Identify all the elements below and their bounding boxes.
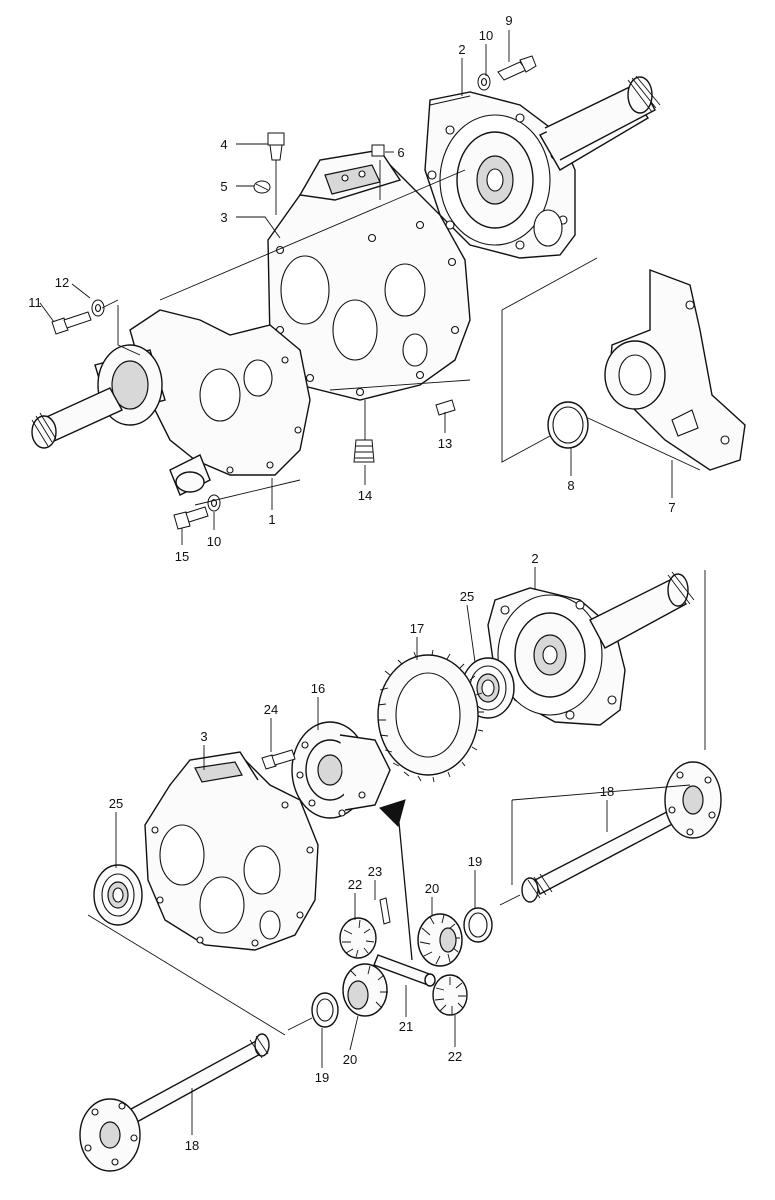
callout-21: 21 <box>399 1019 413 1034</box>
callout-10-top: 10 <box>479 28 493 43</box>
top-assembly-guide-lines <box>101 95 701 506</box>
part-2-cover-with-axle-tube-top <box>424 75 661 259</box>
callout-6: 6 <box>397 145 404 160</box>
part-3-housing-top <box>267 149 471 401</box>
callout-23: 23 <box>368 864 382 879</box>
callout-20-right: 20 <box>425 881 439 896</box>
callout-20-left: 20 <box>343 1052 357 1067</box>
part-16-differential-case <box>291 721 391 819</box>
part-24-bolt <box>261 749 296 770</box>
callout-22-bottom: 22 <box>448 1049 462 1064</box>
callout-22-top: 22 <box>348 877 362 892</box>
part-8-o-ring <box>547 401 589 449</box>
callout-15: 15 <box>175 549 189 564</box>
callout-16: 16 <box>311 681 325 696</box>
callout-24: 24 <box>264 702 278 717</box>
part-5-plug <box>253 180 271 194</box>
callout-3-bottom: 3 <box>200 729 207 744</box>
callout-14: 14 <box>358 488 372 503</box>
part-22-pinion-gear-bottom <box>432 974 468 1016</box>
callout-25-right: 25 <box>460 589 474 604</box>
part-17-ring-gear <box>377 649 484 783</box>
part-14-breather <box>353 439 375 463</box>
callout-17: 17 <box>410 621 424 636</box>
part-15-bolt <box>173 506 209 530</box>
bottom-assembly-guide-lines <box>87 570 706 1036</box>
callout-10-bottom: 10 <box>207 534 221 549</box>
callout-13: 13 <box>438 436 452 451</box>
part-6-plug <box>371 144 385 157</box>
part-19-thrust-washer-left <box>311 992 339 1028</box>
callout-leaders <box>39 30 673 1135</box>
callout-4: 4 <box>220 137 227 152</box>
part-18-axle-shaft-right <box>521 761 722 903</box>
part-12-washer <box>91 299 105 317</box>
part-21-pinion-shaft <box>373 954 436 987</box>
part-20-side-gear-left <box>342 963 388 1017</box>
callout-11: 11 <box>28 295 42 310</box>
part-1-left-housing-with-axle-tube <box>31 309 311 496</box>
callout-1: 1 <box>268 512 275 527</box>
part-25-bearing-left <box>93 864 143 926</box>
part-3-housing-bottom <box>144 751 319 951</box>
part-18-axle-shaft-left <box>79 1033 270 1172</box>
assembly-arrow <box>379 799 413 961</box>
part-22-pinion-gear-top <box>339 917 377 959</box>
callout-19-left: 19 <box>315 1070 329 1085</box>
part-20-side-gear-right <box>417 913 463 967</box>
callout-9: 9 <box>505 13 512 28</box>
part-10-washer-bottom <box>207 494 221 512</box>
callout-19-right: 19 <box>468 854 482 869</box>
part-19-thrust-washer-right <box>463 907 493 943</box>
callout-7: 7 <box>668 500 675 515</box>
part-2-cover-with-axle-tube-bottom <box>487 571 695 726</box>
callout-8: 8 <box>567 478 574 493</box>
callout-2-bottom: 2 <box>531 551 538 566</box>
part-23-lock-pin <box>379 897 391 925</box>
callout-5: 5 <box>220 179 227 194</box>
callout-labels: 2 10 9 4 6 5 3 12 11 13 14 1 15 10 8 7 2… <box>28 13 675 1153</box>
callout-2-top: 2 <box>458 42 465 57</box>
part-11-bolt <box>51 311 92 335</box>
callout-18-right: 18 <box>600 784 614 799</box>
part-7-bracket-with-bearing <box>604 268 746 471</box>
part-13-pin <box>435 399 456 416</box>
part-10-washer-top <box>477 73 491 91</box>
callout-18-left: 18 <box>185 1138 199 1153</box>
part-4-fitting <box>267 132 285 161</box>
callout-25-left: 25 <box>109 796 123 811</box>
part-9-bolt-top <box>497 55 537 81</box>
callout-12: 12 <box>55 275 69 290</box>
callout-3-top: 3 <box>220 210 227 225</box>
